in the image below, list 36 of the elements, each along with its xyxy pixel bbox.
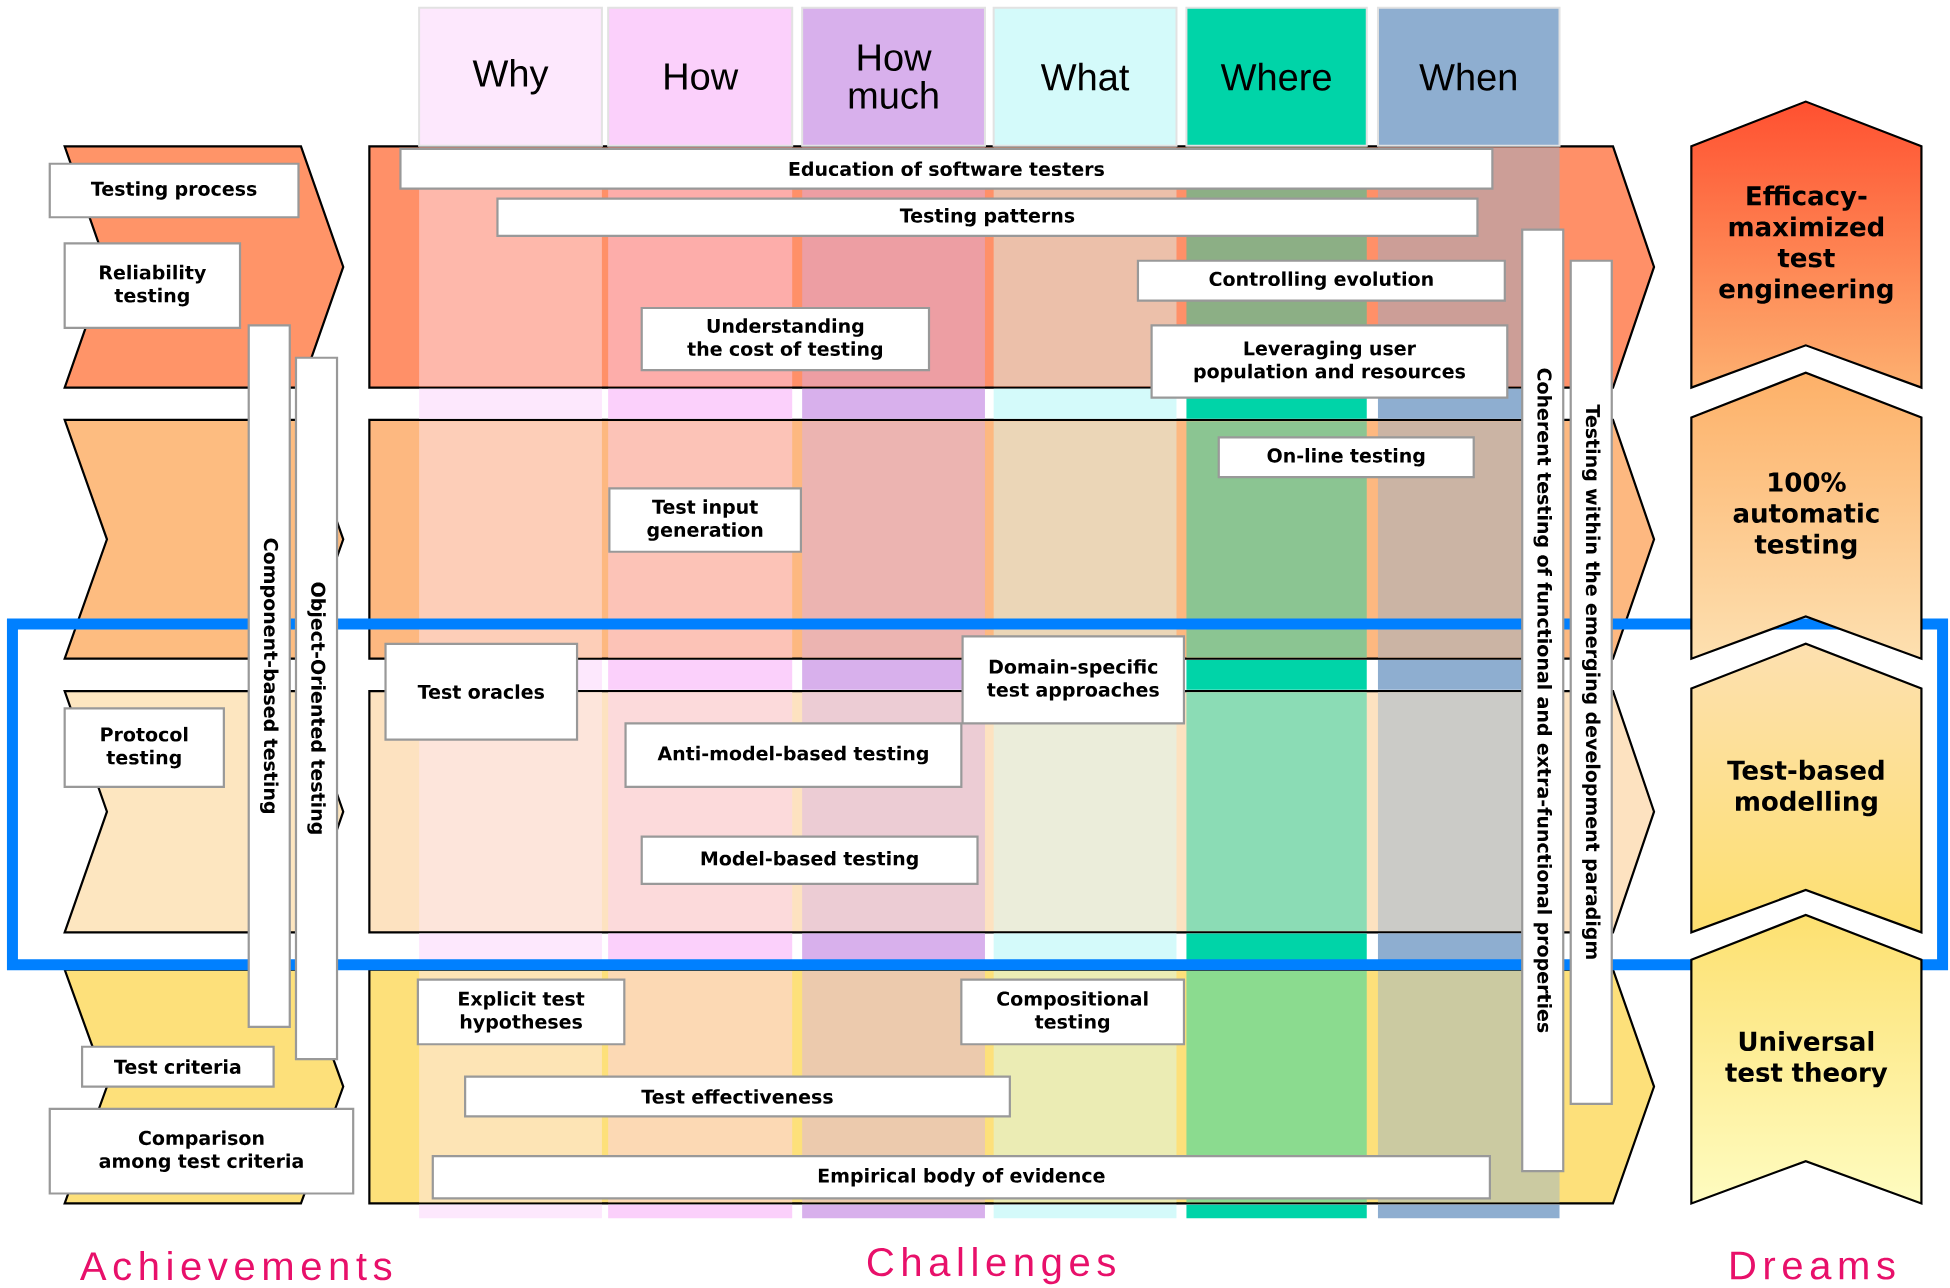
topic-box: Controlling evolution [1136, 259, 1506, 302]
topic-box: Testing patterns [496, 197, 1479, 237]
column-header: What [992, 6, 1178, 147]
dream-banner: Universal test theory [1690, 913, 1923, 1205]
dream-banner: Efficacy-maximized test engineering [1690, 100, 1923, 390]
topic-box: Test input generation [608, 487, 802, 553]
column-header: Why [418, 6, 603, 147]
topic-box: Leveraging user population and resources [1150, 324, 1509, 399]
dream-banner: 100% automatic testing [1690, 371, 1923, 661]
column-header: How much [801, 6, 986, 147]
section-heading: Dreams [1731, 1251, 1895, 1280]
topic-box: Test oracles [384, 642, 579, 741]
topic-box: Understanding the cost of testing [640, 306, 931, 372]
topic-box: Comparison among test criteria [48, 1107, 355, 1195]
topic-box: Model-based testing [640, 835, 979, 885]
topic-box: Explicit test hypotheses [416, 978, 626, 1046]
topic-box: Object-Oriented testing [294, 356, 339, 1061]
column-header: Where [1185, 6, 1368, 147]
topic-box: Empirical body of evidence [431, 1155, 1491, 1200]
topic-box: Component-based testing [247, 324, 291, 1028]
topic-box: Anti-model-based testing [624, 722, 963, 788]
topic-box: On-line testing [1217, 436, 1475, 479]
topic-box: Testing process [48, 162, 300, 219]
column-header: When [1376, 6, 1561, 147]
section-heading: Challenges [867, 1246, 1115, 1285]
section-heading: Achievements [79, 1250, 392, 1281]
topic-box: Domain-specific test approaches [961, 635, 1186, 725]
topic-box: Reliability testing [63, 242, 242, 330]
topic-box: Protocol testing [63, 707, 225, 788]
topic-box: Compositional testing [960, 978, 1186, 1046]
column-header: How [607, 6, 794, 147]
dream-banner: Test-based modelling [1690, 642, 1923, 934]
topic-box: Test effectiveness [464, 1075, 1011, 1118]
topic-box: Testing within the emerging development paradigm [1569, 259, 1613, 1106]
topic-box: Education of software testers [399, 147, 1494, 190]
topic-box: Coherent testing of functional and extra-functional properties [1521, 228, 1565, 1173]
